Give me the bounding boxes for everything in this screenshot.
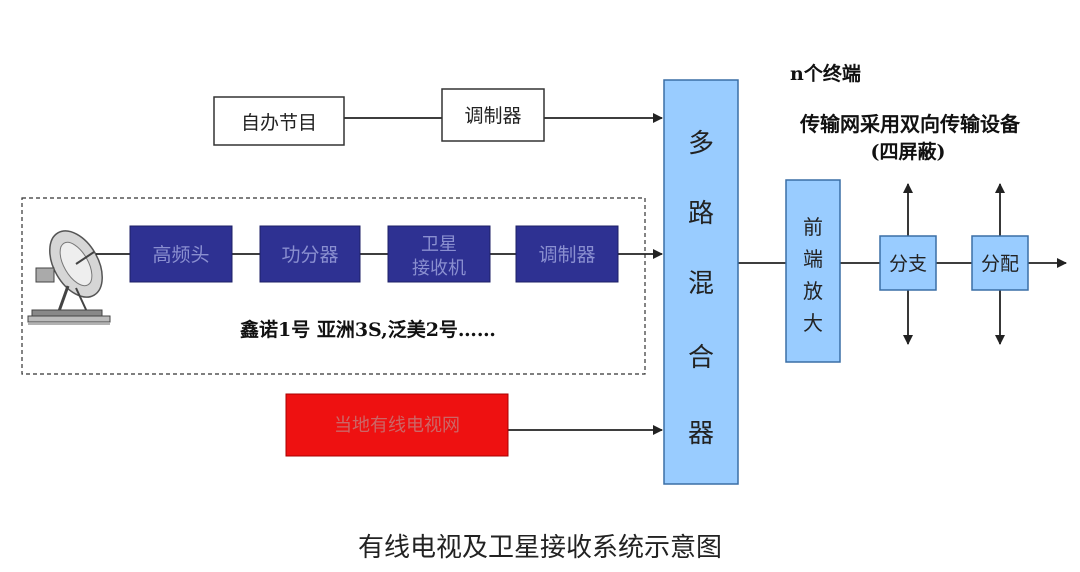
mixer-char-5: 器 [688,419,714,449]
front-amp-char-2: 端 [803,247,823,271]
mixer-char-4: 合 [688,343,714,373]
branch-label: 分支 [889,253,927,275]
modulator-satellite-box [515,225,619,283]
lnb-label: 高频头 [152,244,209,266]
modulator-top-label: 调制器 [464,105,521,127]
terminals-label: n个终端 [790,62,861,85]
transmission-label-line1: 传输网采用双向传输设备 [799,112,1021,136]
front-amp-box [785,179,841,363]
self-program-label: 自办节目 [241,112,317,134]
distribute-label: 分配 [981,253,1019,275]
splitter-box [259,225,361,283]
mixer-char-2: 路 [688,199,714,229]
satellites-label: 鑫诺1号 亚洲3S,泛美2号…… [239,318,496,341]
local-cable-box [285,393,509,457]
satellite-receiver-label-line2: 接收机 [412,258,466,279]
self-program-box [213,96,345,146]
satellite-region [21,197,646,375]
local-cable-label: 当地有线电视网 [334,415,460,436]
front-amp-char-1: 前 [803,215,823,239]
connection-lines [96,113,1067,435]
satellite-receiver-box [387,225,491,283]
satellite-receiver-label-line1: 卫星 [421,234,457,255]
mixer-char-3: 混 [688,269,714,299]
satellite-dish-icon [27,230,111,325]
modulator-satellite-label: 调制器 [538,244,595,266]
lnb-box [129,225,233,283]
front-amp-char-3: 放 [803,279,823,303]
diagram-caption: 有线电视及卫星接收系统示意图 [358,533,722,563]
transmission-label-line2: (四屏蔽) [871,141,946,163]
modulator-top-box [441,88,545,142]
mixer-char-1: 多 [688,129,714,159]
mixer-box [663,79,739,485]
splitter-label: 功分器 [281,244,338,266]
front-amp-char-4: 大 [803,311,823,335]
branch-box [879,235,937,291]
distribute-box [971,235,1029,291]
